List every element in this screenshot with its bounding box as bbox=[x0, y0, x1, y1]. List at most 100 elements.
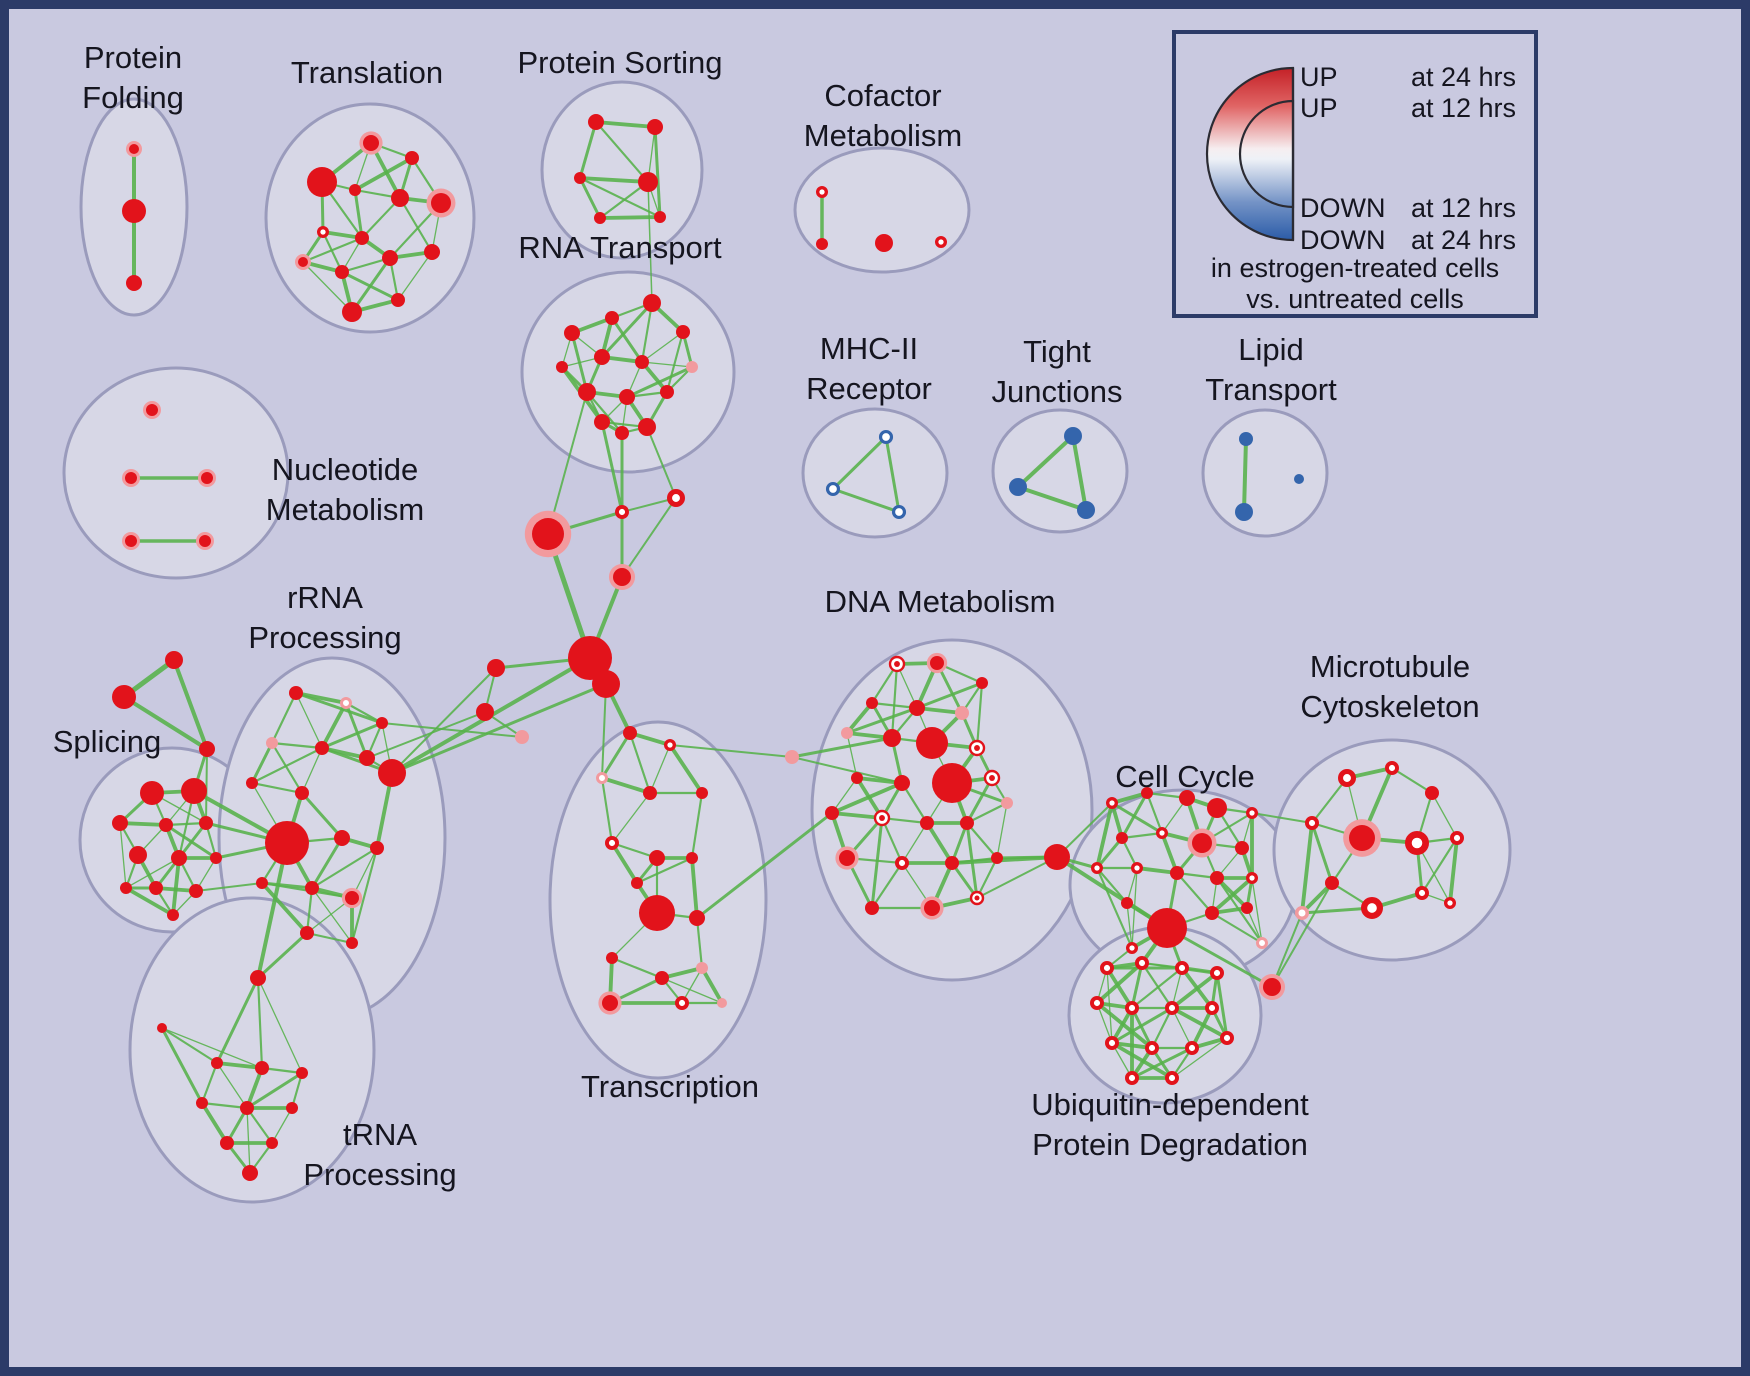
node-backbone-12 bbox=[165, 651, 183, 669]
edge bbox=[831, 487, 901, 514]
edge bbox=[790, 736, 894, 759]
node-transcription-10 bbox=[689, 910, 705, 926]
node-cofactor-metabolism-3 bbox=[934, 235, 947, 248]
edge bbox=[1130, 961, 1144, 1010]
edge bbox=[302, 261, 353, 313]
edge bbox=[353, 188, 364, 240]
edge bbox=[250, 741, 274, 785]
node-microtubule-cytoskeleton-10 bbox=[1295, 906, 1309, 920]
cluster-ellipse-mhc-ii-receptor bbox=[801, 407, 949, 539]
node-translation-3 bbox=[349, 184, 361, 196]
edge bbox=[353, 156, 414, 192]
node-protein-sorting-2 bbox=[574, 172, 586, 184]
edge bbox=[1431, 792, 1458, 839]
node-trna-processing-9 bbox=[266, 1137, 278, 1149]
node-transcription-15 bbox=[675, 996, 690, 1011]
edge bbox=[635, 856, 694, 885]
cluster-label-nucleotide-metabolism: Metabolism bbox=[266, 492, 425, 527]
node-protein-sorting-5 bbox=[654, 211, 666, 223]
node-splicing-4 bbox=[199, 816, 213, 830]
node-backbone-8 bbox=[515, 730, 529, 744]
edge bbox=[122, 695, 209, 751]
node-rrna-processing-10 bbox=[334, 830, 350, 846]
edge bbox=[950, 821, 969, 865]
cluster-label-tight-junctions: Junctions bbox=[992, 374, 1123, 409]
edge bbox=[1145, 791, 1164, 835]
edge bbox=[700, 966, 724, 1005]
node-protein-folding-0 bbox=[126, 141, 142, 157]
network-nodes bbox=[112, 114, 1464, 1181]
edge bbox=[965, 776, 994, 825]
node-rrna-processing-15 bbox=[300, 926, 314, 940]
node-dna-metabolism-16 bbox=[920, 816, 934, 830]
edge bbox=[1095, 801, 1114, 870]
node-rrna-processing-7 bbox=[246, 777, 258, 789]
legend-time-label: at 24 hrs bbox=[1410, 225, 1516, 255]
edge bbox=[1171, 1037, 1228, 1079]
node-microtubule-cytoskeleton-5 bbox=[1404, 830, 1429, 855]
node-splicing-8 bbox=[149, 881, 163, 895]
edge bbox=[610, 316, 644, 364]
node-dna-metabolism-9 bbox=[968, 739, 986, 757]
edge bbox=[301, 747, 323, 794]
cluster-label-rna-transport: RNA Transport bbox=[518, 230, 722, 265]
node-cell-cycle-19 bbox=[1256, 937, 1268, 949]
node-backbone-11 bbox=[1258, 973, 1286, 1001]
node-cell-cycle-16 bbox=[1205, 906, 1219, 920]
node-dna-metabolism-11 bbox=[894, 775, 910, 791]
edge bbox=[690, 856, 699, 920]
edge bbox=[1095, 961, 1144, 1005]
edge bbox=[1120, 831, 1164, 840]
edge bbox=[1140, 961, 1174, 1010]
node-ubiquitin-8 bbox=[1104, 1035, 1119, 1050]
edge bbox=[398, 196, 434, 254]
cluster-ellipse-cofactor-metabolism bbox=[793, 146, 971, 274]
node-cell-cycle-9 bbox=[1091, 861, 1104, 874]
node-ubiquitin-13 bbox=[1164, 1070, 1179, 1085]
edge bbox=[301, 236, 364, 264]
node-backbone-2 bbox=[667, 488, 686, 507]
edge bbox=[1175, 871, 1214, 915]
node-lipid-transport-0 bbox=[1239, 432, 1253, 446]
edge bbox=[1170, 1006, 1229, 1040]
edge bbox=[256, 841, 289, 980]
cluster-label-cofactor-metabolism: Cofactor bbox=[824, 78, 941, 113]
legend-direction-label: DOWN bbox=[1300, 225, 1386, 255]
edge bbox=[250, 781, 304, 795]
edge bbox=[653, 125, 662, 219]
node-tight-junctions-0 bbox=[1064, 427, 1082, 445]
cluster-label-lipid-transport: Lipid bbox=[1238, 332, 1304, 367]
edge bbox=[1215, 876, 1249, 910]
node-nucleotide-metabolism-0 bbox=[143, 401, 161, 419]
node-cell-cycle-14 bbox=[1121, 897, 1133, 909]
cluster-ellipse-tight-junctions bbox=[991, 408, 1129, 534]
edge bbox=[870, 816, 884, 910]
legend-time-label: at 12 hrs bbox=[1410, 93, 1516, 123]
legend-row-up-12hrs: UP at 12 hrs bbox=[1300, 93, 1516, 124]
node-trna-processing-3 bbox=[255, 1061, 269, 1075]
node-dna-metabolism-12 bbox=[932, 763, 972, 803]
cluster-label-cell-cycle: Cell Cycle bbox=[1115, 759, 1255, 794]
node-transcription-5 bbox=[605, 836, 620, 851]
node-mhc-ii-receptor-1 bbox=[825, 481, 841, 497]
edge bbox=[647, 181, 653, 304]
edge bbox=[845, 706, 919, 735]
node-transcription-2 bbox=[596, 772, 608, 784]
cluster-label-dna-metabolism: DNA Metabolism bbox=[825, 584, 1056, 619]
cluster-label-protein-folding: Protein bbox=[84, 40, 182, 75]
node-cofactor-metabolism-2 bbox=[875, 234, 893, 252]
edge bbox=[925, 821, 954, 865]
node-rna-transport-9 bbox=[594, 414, 610, 430]
node-translation-2 bbox=[405, 151, 419, 165]
node-rrna-processing-2 bbox=[376, 717, 388, 729]
node-microtubule-cytoskeleton-0 bbox=[1338, 769, 1357, 788]
node-lipid-transport-2 bbox=[1294, 474, 1304, 484]
edge bbox=[661, 977, 723, 1004]
legend-direction-label: UP bbox=[1300, 62, 1338, 92]
edge bbox=[245, 1071, 304, 1110]
legend-inner-circle-12hrs-icon bbox=[1238, 99, 1295, 209]
edge bbox=[890, 662, 899, 740]
node-cell-cycle-10 bbox=[1131, 861, 1144, 874]
edge bbox=[125, 857, 180, 889]
